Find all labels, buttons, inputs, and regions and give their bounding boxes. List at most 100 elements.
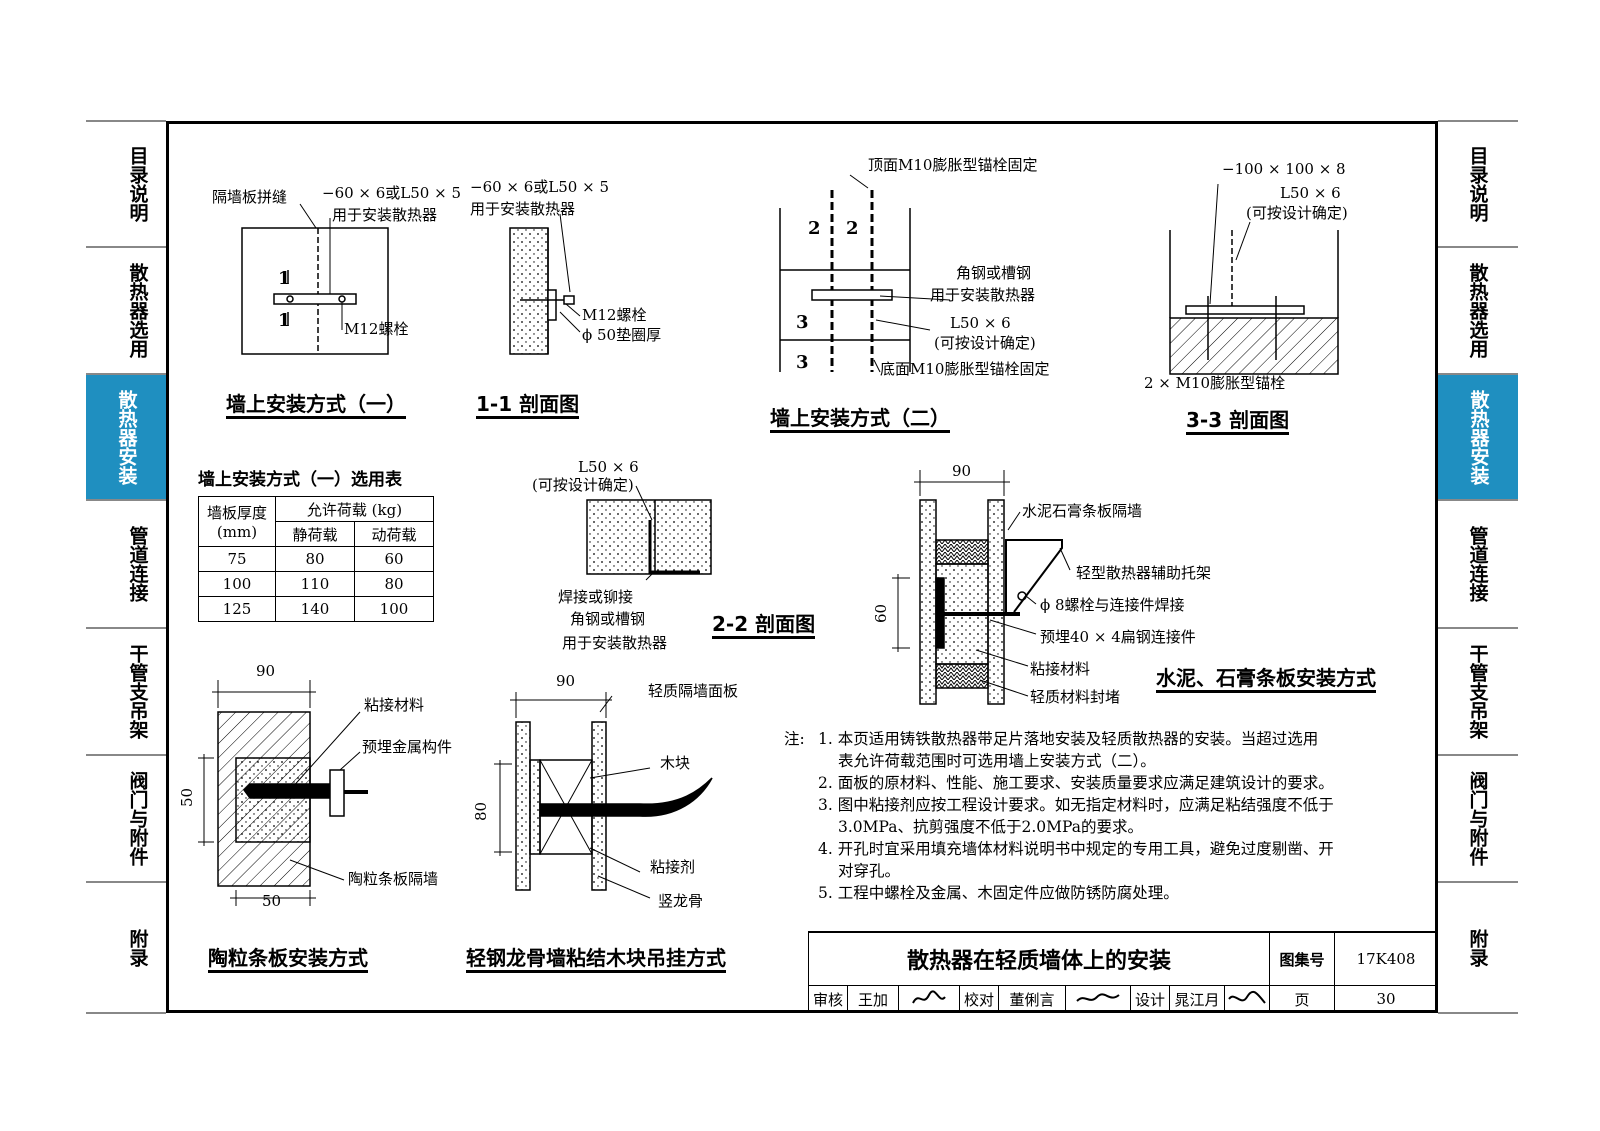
right-tab-radiator-selection[interactable]: 散热器选用 — [1466, 263, 1489, 358]
label-cement-bracket: 轻型散热器辅助托架 — [1076, 564, 1212, 582]
cement-gypsum-drawing — [892, 470, 1071, 705]
label-stud-wood: 木块 — [660, 754, 691, 772]
label-stud-glue: 粘接剂 — [650, 858, 696, 876]
table-col-static: 静荷载 — [275, 521, 355, 547]
label-sec11-plate-use: 用于安装散热器 — [470, 200, 576, 218]
drawing-frame — [166, 121, 1438, 1013]
label-ceramsite-embed: 预埋金属构件 — [362, 738, 453, 756]
mark-wall2-3b: 3 — [796, 352, 809, 373]
left-tab-pipe-connection[interactable]: 管道连接 — [126, 526, 149, 602]
atlas-number: 17K408 — [1334, 932, 1438, 986]
title-wall-install-2: 墙上安装方式（二） — [770, 408, 950, 433]
note-line: 2. 面板的原材料、性能、施工要求、安装质量要求应满足建筑设计的要求。 — [818, 774, 1334, 792]
table-col-thickness-unit: (mm) — [216, 523, 258, 541]
note-line: 1. 本页适用铸铁散热器带足片落地安装及轻质散热器的安装。当超过选用 — [818, 730, 1319, 748]
section-1-1-drawing — [509, 213, 581, 355]
label-sec22-angle-use: 用于安装散热器 — [562, 634, 668, 652]
right-tab-radiator-install[interactable]: 散热器安装 — [1438, 375, 1518, 499]
reviewer-signature-graphic — [912, 990, 946, 1004]
label-wall1-joint: 隔墙板拼缝 — [212, 188, 288, 206]
label-sec22-angle: 角钢或槽钢 — [570, 610, 646, 628]
checker-signature — [1065, 985, 1131, 1013]
mark-wall2-3a: 3 — [796, 312, 809, 333]
right-tab-main-pipe-support[interactable]: 干管支吊架 — [1466, 644, 1489, 739]
label-cement-seal: 轻质材料封堵 — [1030, 688, 1121, 706]
note-line: 4. 开孔时宜采用填充墙体材料说明书中规定的专用工具，避免过度剔凿、开 — [818, 840, 1334, 858]
left-tab-valves[interactable]: 阀门与附件 — [126, 771, 149, 866]
title-cement-gypsum: 水泥、石膏条板安装方式 — [1156, 668, 1376, 693]
designer-signature — [1224, 985, 1270, 1013]
label-sec22-weld: 焊接或铆接 — [558, 588, 634, 606]
checker-name: 董俐言 — [998, 985, 1066, 1013]
label-sec33-l50-note: (可按设计确定) — [1246, 204, 1348, 222]
label-wall1-bolt: M12螺栓 — [344, 320, 409, 338]
designer-signature-graphic — [1228, 990, 1266, 1004]
label-wall2-l50-note: (可按设计确定) — [934, 334, 1036, 352]
title-wall-install-1: 墙上安装方式（一） — [226, 394, 406, 419]
dim-stud-80: 80 — [472, 801, 491, 822]
note-line: 3. 图中粘接剂应按工程设计要求。如无指定材料时，应满足粘结强度不低于 — [818, 796, 1334, 814]
reviewer-name: 王加 — [847, 985, 899, 1013]
table-row: 100 110 80 — [198, 571, 435, 597]
label-stud-panel: 轻质隔墙面板 — [648, 682, 739, 700]
label-cement-wall: 水泥石膏条板隔墙 — [1022, 502, 1143, 520]
dim-ceramsite-50v: 50 — [178, 787, 197, 808]
designer-name: 晁江月 — [1169, 985, 1225, 1013]
table-row: 75 80 60 — [198, 546, 435, 572]
note-line: 5. 工程中螺栓及金属、木固定件应做防锈防腐处理。 — [818, 884, 1179, 902]
label-sec11-washer: ϕ 50垫圈厚 — [582, 326, 662, 344]
ceramsite-drawing — [198, 680, 368, 906]
steel-stud-drawing — [494, 692, 713, 899]
dim-ceramsite-50h: 50 — [262, 892, 282, 910]
drawing-title: 散热器在轻质墙体上的安装 — [808, 932, 1270, 986]
title-section-3-3: 3-3 剖面图 — [1186, 410, 1290, 435]
selection-table: 墙板厚度(mm) 允许荷载 (kg) 静荷载 动荷载 75 80 60 100 … — [198, 496, 435, 622]
note-line: 表允许荷载范围时可选用墙上安装方式（二）。 — [838, 752, 1156, 770]
reviewer-signature — [898, 985, 960, 1013]
section-2-2-drawing — [586, 485, 712, 581]
title-section-2-2: 2-2 剖面图 — [712, 614, 816, 639]
table-load-header: 允许荷载 (kg) — [275, 496, 434, 522]
mark-wall1-bottom: 1 — [278, 310, 291, 331]
design-label: 设计 — [1130, 985, 1170, 1013]
title-section-1-1: 1-1 剖面图 — [476, 394, 580, 419]
review-label: 审核 — [808, 985, 848, 1013]
notes-prefix: 注: — [784, 730, 805, 748]
right-tab-directory[interactable]: 目录说明 — [1466, 146, 1489, 222]
label-cement-adhesive: 粘接材料 — [1030, 660, 1091, 678]
dim-cement-90: 90 — [952, 462, 972, 480]
left-tab-main-pipe-support[interactable]: 干管支吊架 — [126, 644, 149, 739]
section-3-3-drawing — [1169, 183, 1339, 375]
table-title: 墙上安装方式（一）选用表 — [198, 470, 402, 490]
table-col-thickness: 墙板厚度 — [206, 504, 267, 522]
table-row: 125 140 100 — [198, 596, 435, 622]
checker-signature-graphic — [1076, 993, 1120, 1002]
left-tab-radiator-selection[interactable]: 散热器选用 — [126, 263, 149, 358]
right-tab-pipe-connection[interactable]: 管道连接 — [1466, 526, 1489, 602]
label-wall2-l50: L50 × 6 — [950, 314, 1011, 332]
label-sec33-l50: L50 × 6 — [1280, 184, 1341, 202]
mark-wall2-2a: 2 — [808, 218, 821, 239]
dim-cement-60: 60 — [872, 603, 891, 624]
wall-install-1-drawing — [241, 203, 389, 355]
atlas-label: 图集号 — [1269, 932, 1335, 986]
label-wall1-plate-use: 用于安装散热器 — [332, 206, 438, 224]
label-sec33-plate: −100 × 100 × 8 — [1222, 160, 1346, 178]
label-ceramsite-adhesive: 粘接材料 — [364, 696, 425, 714]
note-line: 对穿孔。 — [838, 862, 901, 880]
label-cement-embed: 预埋40 × 4扁钢连接件 — [1040, 628, 1196, 646]
left-tab-directory[interactable]: 目录说明 — [126, 146, 149, 222]
note-line: 3.0MPa、抗剪强度不低于2.0MPa的要求。 — [838, 818, 1143, 836]
left-tab-appendix[interactable]: 附录 — [126, 928, 149, 967]
right-tab-appendix[interactable]: 附录 — [1466, 928, 1489, 967]
label-wall2-angle: 角钢或槽钢 — [956, 264, 1032, 282]
label-wall2-bottom: 底面M10膨胀型锚栓固定 — [880, 360, 1050, 378]
mark-wall2-2b: 2 — [846, 218, 859, 239]
right-tab-valves[interactable]: 阀门与附件 — [1466, 771, 1489, 866]
mark-wall1-top: 1 — [278, 268, 291, 289]
title-steel-stud: 轻钢龙骨墙粘结木块吊挂方式 — [466, 948, 726, 973]
label-stud-stud: 竖龙骨 — [658, 892, 704, 910]
label-sec11-plate: −60 × 6或L50 × 5 — [470, 178, 609, 196]
title-ceramsite: 陶粒条板安装方式 — [208, 948, 368, 973]
left-tab-radiator-install[interactable]: 散热器安装 — [86, 375, 166, 499]
